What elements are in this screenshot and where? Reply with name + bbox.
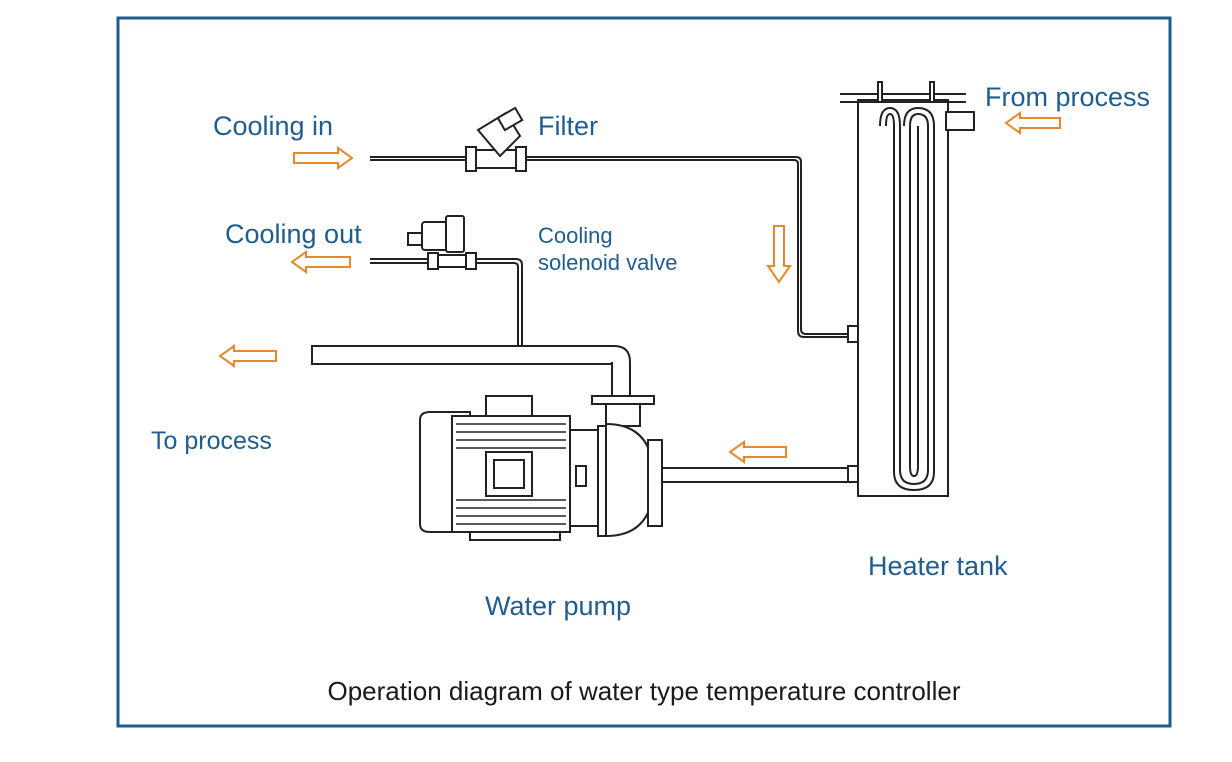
diagram-caption: Operation diagram of water type temperat… bbox=[327, 676, 961, 706]
flow-arrow-cooling-in bbox=[293, 146, 354, 170]
label-cooling-out: Cooling out bbox=[225, 219, 362, 249]
to-process-pipe bbox=[311, 345, 631, 399]
label-to-process: To process bbox=[151, 427, 272, 455]
label-from-process: From process bbox=[985, 82, 1151, 112]
label-cooling-in: Cooling in bbox=[213, 111, 334, 141]
filter-icon bbox=[465, 106, 527, 172]
flow-arrow-cooling-out bbox=[290, 250, 351, 274]
heater-tank-icon bbox=[840, 81, 975, 497]
pump-outlet-flange bbox=[591, 395, 655, 427]
label-solenoid-line1: Cooling bbox=[538, 223, 613, 248]
flow-arrow-down bbox=[766, 225, 792, 284]
label-heater-tank: Heater tank bbox=[868, 551, 1008, 581]
pump-suction-pipe bbox=[661, 467, 849, 483]
cooling-in-pipe bbox=[370, 156, 848, 338]
flow-arrow-from-process bbox=[1004, 111, 1061, 135]
flow-arrow-pump-inlet bbox=[728, 440, 787, 464]
label-solenoid-valve: Cooling solenoid valve bbox=[538, 222, 677, 276]
label-filter: Filter bbox=[538, 111, 598, 141]
flow-arrow-to-process bbox=[218, 344, 277, 368]
diagram-frame bbox=[116, 16, 1172, 728]
solenoid-valve-icon bbox=[407, 215, 477, 270]
water-pump-icon bbox=[419, 395, 663, 541]
cooling-out-pipe bbox=[370, 258, 523, 348]
label-solenoid-line2: solenoid valve bbox=[538, 250, 678, 275]
label-water-pump: Water pump bbox=[485, 591, 632, 621]
